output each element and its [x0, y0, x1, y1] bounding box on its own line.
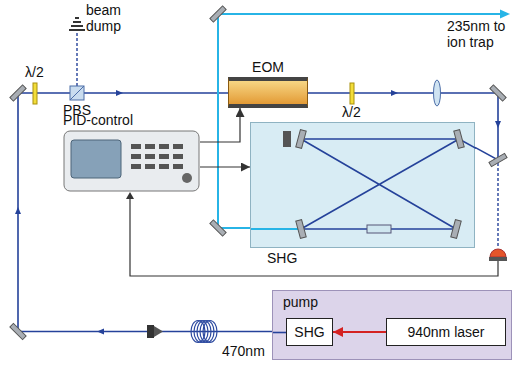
- node-text: SHG: [267, 250, 297, 266]
- leak-beam: [497, 163, 498, 246]
- wavelength-label: 470nm: [222, 343, 265, 359]
- rejected-beam: [76, 33, 77, 86]
- pbs-cube: [70, 86, 84, 100]
- shg-box: SHG: [286, 318, 333, 346]
- beam-label: 235nm to ion trap: [447, 18, 513, 50]
- signal-connector: [333, 331, 386, 333]
- cavity-optics: [251, 123, 476, 249]
- part-label: beam dump: [86, 2, 128, 34]
- laser-box: 940nm laser: [386, 318, 506, 346]
- wire-arrow: [126, 192, 134, 199]
- fiber-coil: [191, 321, 217, 343]
- eom-box: EOM: [228, 59, 308, 108]
- shg-cavity: SHG: [250, 122, 475, 248]
- fiber-coupler-lens: [154, 326, 163, 337]
- photodiode-base: [489, 257, 507, 261]
- pump-panel: pumpSHG 940nm laser: [272, 290, 512, 360]
- fiber-coupler: [147, 325, 154, 338]
- part-label: PBS: [63, 102, 91, 118]
- waveplate: [350, 83, 354, 104]
- beam-dump-symbol: [69, 18, 85, 30]
- eom-crystal: [228, 77, 308, 108]
- signal-connector: [200, 166, 250, 167]
- pbs-diagonal: [70, 86, 84, 100]
- part-label: λ/2: [342, 104, 361, 120]
- node-text: pump: [273, 291, 511, 313]
- node-text: 940nm laser: [407, 324, 484, 340]
- lens: [434, 80, 441, 106]
- pid-controller: PID-control: [63, 112, 200, 192]
- photodiode: [490, 249, 506, 257]
- part-label: λ/2: [25, 64, 44, 80]
- waveplate: [33, 83, 37, 104]
- controller-device: [63, 130, 200, 192]
- uv-arrow: [500, 10, 510, 19]
- node-text: EOM: [228, 59, 308, 75]
- node-text: SHG: [294, 324, 324, 340]
- signal-connector: [200, 108, 240, 142]
